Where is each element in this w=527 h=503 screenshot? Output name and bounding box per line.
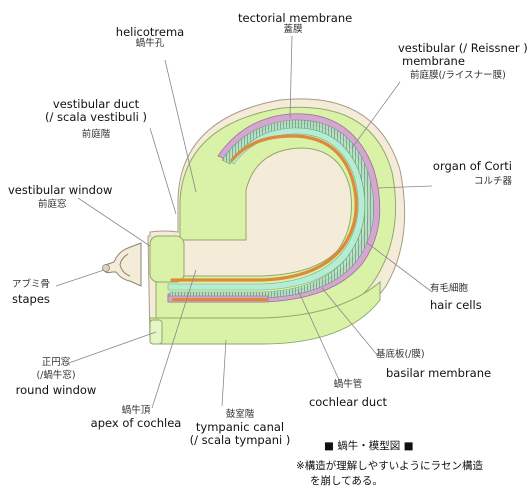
label-apex-en: apex of cochlea: [90, 415, 182, 430]
lower-basilar: [172, 298, 268, 301]
label-stapes-en: stapes: [12, 291, 50, 306]
label-vestibular-duct-en1: vestibular duct: [52, 97, 140, 111]
label-tympanic-jp: 鼓室階: [225, 409, 255, 420]
label-reissner-membrane: vestibular (/ Reissner ) membrane 前庭膜(/ラ…: [398, 41, 527, 82]
stapes-bone: [102, 242, 142, 287]
label-organ-corti-jp: コルチ器: [473, 176, 512, 188]
caption-note-line1: ※構造が理解しやすいようにラセン構造: [296, 460, 483, 472]
label-organ-of-corti: organ of Corti コルチ器: [420, 159, 512, 188]
label-stapes-jp: アブミ骨: [12, 279, 51, 290]
vestibular-window-chamber: [149, 235, 185, 283]
label-basilar-jp: 基底板(/膜): [376, 349, 425, 360]
label-round-window: 正円窓 (/蝸牛窓) round window: [14, 357, 98, 397]
label-round-window-en: round window: [15, 382, 97, 397]
label-tympanic-canal: 鼓室階 tympanic canal (/ scala tympani ): [184, 409, 296, 448]
label-cochlear-duct-en: cochlear duct: [308, 394, 388, 409]
label-tectorial-jp: 蓋膜: [283, 24, 303, 36]
label-reissner-jp: 前庭膜(/ライスナー膜): [410, 70, 506, 82]
label-helicotrema-en: helicotrema: [115, 25, 185, 39]
label-organ-corti-en: organ of Corti: [432, 159, 512, 173]
label-vestibular-duct: vestibular duct (/ scala vestibuli ) 前庭階: [40, 97, 152, 141]
label-vestibular-duct-jp: 前庭階: [81, 129, 111, 141]
label-tectorial-en: tectorial membrane: [238, 11, 353, 25]
label-tectorial-membrane: tectorial membrane 蓋膜: [238, 11, 353, 36]
leader-lines: [55, 35, 433, 409]
label-helicotrema-jp: 蝸牛孔: [135, 38, 165, 50]
label-vestibular-duct-en2: (/ scala vestibuli ): [45, 110, 147, 125]
label-round-window-jp2: (/蝸牛窓): [36, 369, 76, 381]
label-stapes: アブミ骨 stapes: [12, 279, 51, 306]
label-hair-cells: 有毛細胞 hair cells: [430, 283, 482, 312]
label-apex-jp: 蝸牛頂: [121, 405, 151, 416]
basilar-membrane: [170, 134, 358, 282]
label-reissner-en2: membrane: [402, 54, 465, 69]
label-cochlear-duct-jp: 蝸牛管: [333, 379, 363, 390]
label-apex-of-cochlea: 蝸牛頂 apex of cochlea: [86, 405, 186, 430]
label-reissner-en1: vestibular (/ Reissner ): [398, 41, 527, 55]
label-vestibular-window: vestibular window 前庭窓: [8, 183, 113, 211]
label-tympanic-en1: tympanic canal: [195, 419, 285, 434]
caption-note-line2: を崩してある。: [310, 475, 383, 487]
label-tympanic-en2: (/ scala tympani ): [189, 433, 291, 448]
label-hair-cells-jp: 有毛細胞: [430, 283, 469, 294]
caption-title: ■ 蝸牛・模型図 ■: [324, 440, 414, 452]
label-basilar-en: basilar membrane: [386, 365, 492, 380]
label-helicotrema: helicotrema 蝸牛孔: [108, 25, 192, 50]
label-basilar-membrane: 基底板(/膜) basilar membrane: [376, 349, 492, 380]
label-hair-cells-en: hair cells: [430, 297, 482, 312]
label-vestibular-window-en: vestibular window: [8, 183, 113, 197]
label-vestibular-window-jp: 前庭窓: [38, 199, 67, 211]
label-cochlear-duct: 蝸牛管 cochlear duct: [300, 379, 396, 409]
label-round-window-jp1: 正円窓: [41, 357, 71, 368]
